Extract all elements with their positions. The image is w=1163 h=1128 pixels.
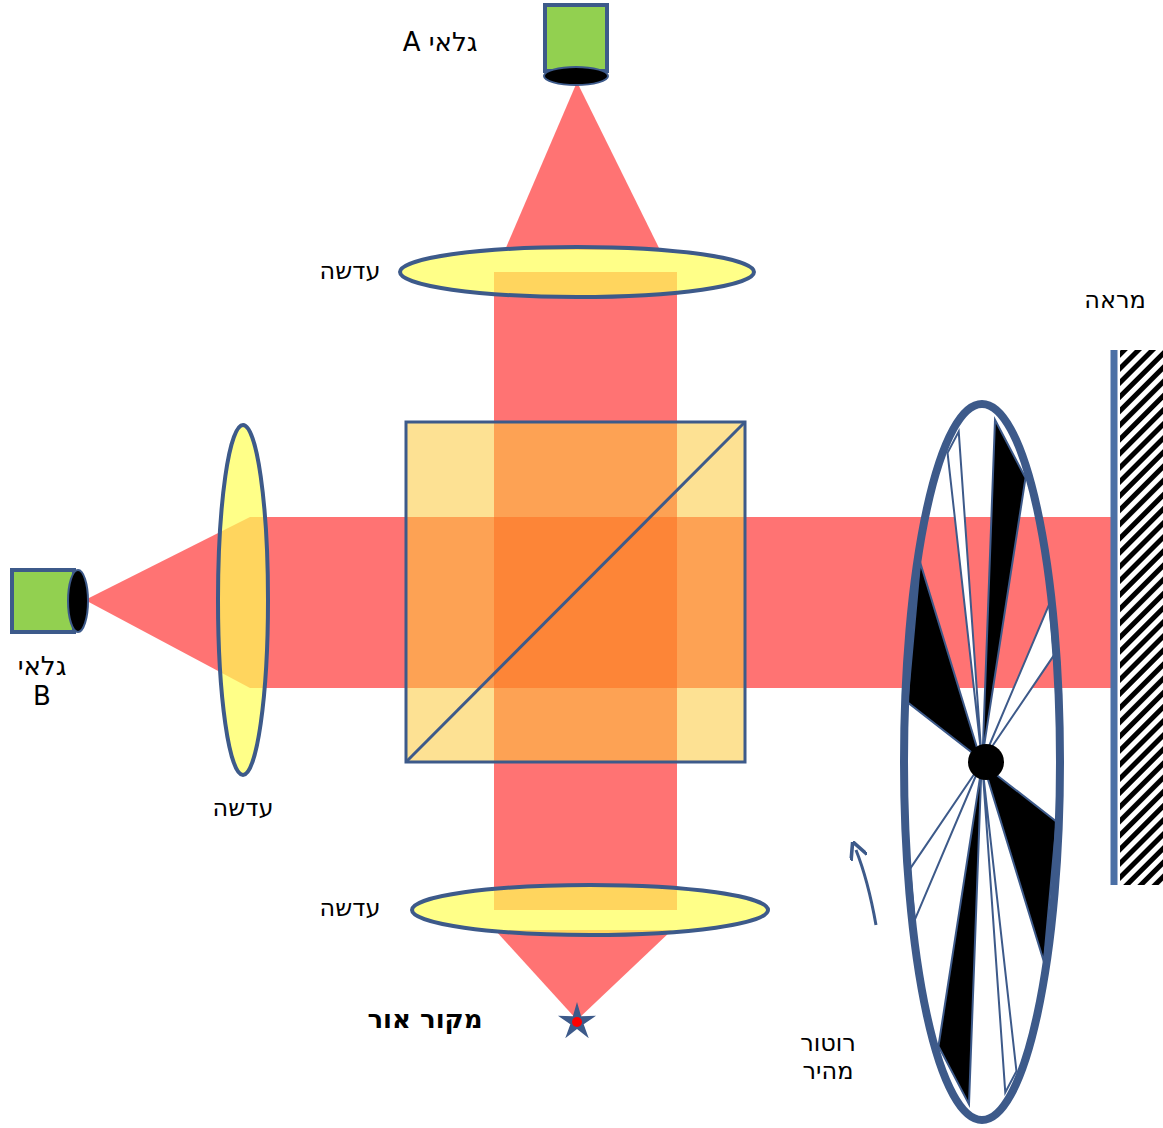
rotation-arrow — [856, 850, 876, 925]
part-label: גלאי B — [7, 652, 77, 712]
rotor-blade — [910, 765, 981, 920]
rotor-wheel — [904, 404, 1060, 1120]
light-source — [558, 1002, 596, 1038]
light-beam — [85, 82, 1112, 1020]
mirror — [1114, 350, 1163, 885]
rotor-blade — [983, 769, 1017, 1093]
splitter-diagonal — [406, 422, 745, 762]
rotor-blade — [948, 432, 982, 756]
part-label: מראה — [1084, 287, 1146, 315]
part-label: רוטור מהיר — [788, 1030, 868, 1085]
beam-splitter — [406, 422, 745, 762]
part-label: עדשה — [213, 795, 274, 823]
part-label: עדשה — [320, 258, 381, 286]
detector — [544, 5, 608, 85]
part-label: מקור אור — [367, 1005, 482, 1035]
lens — [218, 247, 768, 935]
rotor-hub — [968, 744, 1004, 780]
rotor-rim — [904, 404, 1060, 1120]
detector — [12, 570, 88, 632]
rotor-blade — [983, 604, 1054, 759]
part-label: גלאי A — [403, 28, 478, 58]
star-symbol — [558, 1002, 596, 1038]
part-label: עדשה — [320, 895, 381, 923]
source-point — [572, 1017, 582, 1027]
